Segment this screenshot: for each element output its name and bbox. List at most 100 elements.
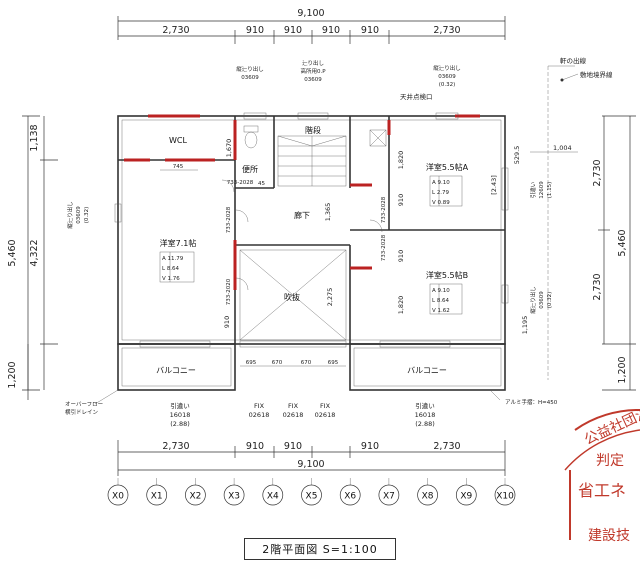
grid-axis-label: X1	[151, 492, 163, 502]
toilet-label: 便所	[242, 164, 258, 174]
svg-text:670: 670	[301, 360, 312, 366]
svg-text:V 0.89: V 0.89	[432, 200, 450, 206]
boundary-label: 敷地境界線	[580, 70, 613, 79]
approval-stamp: 公益社団法 判定 省工ネ 建設技	[564, 404, 640, 544]
bottom-dimensions: 2,730 910 910 910 2,730 9,100	[117, 440, 506, 476]
grid-axis-bubble	[378, 484, 400, 506]
balcony-left-label: バルコニー	[156, 366, 196, 375]
svg-text:745: 745	[173, 164, 184, 170]
bottom-seg-2: 910	[246, 441, 264, 452]
grid-axis-bubble	[417, 484, 438, 506]
grid-axis-bubble	[185, 484, 206, 506]
inner-dimensions: 745 1,670 1,365 910 910 910 1,820 1,820 …	[160, 129, 498, 328]
overflow-label: オーバーフロー	[65, 401, 103, 408]
svg-text:省工ネ: 省工ネ	[578, 481, 626, 500]
svg-text:辷り出し: 辷り出し	[302, 59, 324, 67]
toilet-fixture	[243, 125, 259, 149]
left-lower-dim: 1,200	[7, 361, 18, 388]
svg-text:FIX: FIX	[320, 402, 331, 410]
stairs: 階段	[277, 125, 347, 187]
svg-text:(1.15): (1.15)	[547, 182, 553, 199]
svg-text:03609: 03609	[438, 74, 456, 80]
bottom-seg-1: 2,730	[162, 441, 189, 452]
svg-text:引違い: 引違い	[529, 181, 537, 198]
handrail-label: アルミ手摺：H=450	[505, 398, 558, 406]
bedroom55a-label: 洋室5.5帖A	[426, 162, 469, 172]
grid-axis-bubble	[494, 484, 516, 506]
svg-text:695: 695	[246, 360, 257, 366]
top-seg-6: 2,730	[433, 25, 460, 36]
svg-text:引違い: 引違い	[415, 401, 435, 410]
grid-axis-label: X8	[422, 492, 434, 502]
right-total-dim: 5,460	[617, 229, 628, 256]
svg-text:02618: 02618	[283, 411, 304, 419]
grid-axis-label: X2	[189, 492, 201, 502]
bottom-total-dim: 9,100	[297, 459, 324, 470]
svg-text:1,820: 1,820	[397, 151, 405, 170]
grid-axis-bubble	[223, 484, 245, 506]
grid-axis-bubble	[107, 484, 129, 506]
svg-text:03609: 03609	[76, 206, 82, 224]
svg-text:02618: 02618	[249, 411, 270, 419]
balcony-right-label: バルコニー	[407, 366, 447, 375]
wcl-label: WCL	[169, 136, 187, 145]
drawing-title: 2階平面図 S=1:100	[244, 538, 396, 560]
svg-text:A 9.10: A 9.10	[432, 288, 450, 294]
spec-box-55b: A 9.10 L 8.64 V 1.62	[429, 283, 463, 315]
bedroom71-label: 洋室7.1帖	[160, 238, 197, 248]
svg-text:1,195: 1,195	[521, 316, 529, 335]
svg-text:縦辷り出し: 縦辷り出し	[236, 65, 264, 73]
top-dimensions: 9,100 2,730 910 910 910 910 2,730	[117, 8, 506, 44]
bottom-seg-5: 2,730	[433, 441, 460, 452]
grid-axis-bubble	[301, 484, 322, 506]
svg-text:733-2028: 733-2028	[381, 196, 387, 223]
svg-text:03609: 03609	[241, 75, 259, 81]
grid-axis-label: X3	[228, 492, 240, 502]
svg-text:12609: 12609	[539, 181, 545, 199]
svg-text:733-2028: 733-2028	[227, 180, 254, 186]
svg-text:V 1.76: V 1.76	[162, 276, 180, 282]
svg-text:A 9.10: A 9.10	[432, 180, 450, 186]
svg-text:910: 910	[397, 194, 405, 206]
svg-text:695: 695	[328, 360, 339, 366]
grid-axis-bubble	[455, 484, 477, 506]
left-total-dim: 5,460	[7, 239, 18, 266]
svg-text:670: 670	[272, 360, 283, 366]
top-seg-4: 910	[322, 25, 340, 36]
svg-text:V 1.62: V 1.62	[432, 308, 450, 314]
right-dimensions: 5,460 2,730 2,730 1,200 529.5 1,004 引違い …	[513, 115, 636, 391]
svg-text:縦辷り出し: 縦辷り出し	[66, 201, 74, 229]
svg-text:03609: 03609	[539, 291, 545, 309]
bottom-seg-4: 910	[361, 441, 379, 452]
svg-text:FIX: FIX	[288, 402, 299, 410]
grid-axis-bubble	[262, 484, 284, 506]
svg-text:910: 910	[397, 250, 405, 262]
svg-text:910: 910	[223, 316, 231, 328]
svg-text:判定: 判定	[596, 453, 624, 469]
svg-text:1,670: 1,670	[225, 139, 233, 158]
top-total-dim: 9,100	[297, 8, 324, 19]
svg-text:02618: 02618	[315, 411, 336, 419]
building-walls	[114, 112, 509, 345]
room-labels: WCL 便所 廊下 洋室7.1帖 洋室5.5帖A 洋室5.5帖B	[160, 136, 469, 280]
svg-text:733-2028: 733-2028	[226, 206, 232, 233]
grid-axis-label: X0	[112, 492, 124, 502]
grid-axis-label: X6	[344, 492, 356, 502]
right-balcony-dim: 1,200	[617, 356, 628, 383]
svg-text:(2.88): (2.88)	[170, 420, 190, 428]
svg-text:733-2028: 733-2028	[381, 234, 387, 261]
spec-box-55a: A 9.10 L 2.79 V 0.89	[429, 175, 463, 207]
grid-axis-label: X4	[267, 492, 279, 502]
svg-text:A 11.79: A 11.79	[162, 256, 184, 262]
bottom-window-notes: 引違い 16018 (2.88) FIX 02618 FIX 02618 FIX…	[65, 389, 558, 428]
svg-text:16018: 16018	[170, 411, 191, 419]
left-upper-dim: 1,138	[29, 124, 40, 151]
left-middle-dim: 4,322	[29, 239, 40, 266]
svg-text:公益社団法: 公益社団法	[582, 404, 640, 448]
svg-text:高所用0.P: 高所用0.P	[300, 67, 326, 75]
spec-box-71: A 11.79 L 8.64 V 1.76	[159, 251, 195, 283]
grid-axis-bubble	[146, 484, 168, 506]
svg-text:縦辷り出し: 縦辷り出し	[529, 286, 537, 314]
svg-text:03609: 03609	[304, 77, 322, 83]
